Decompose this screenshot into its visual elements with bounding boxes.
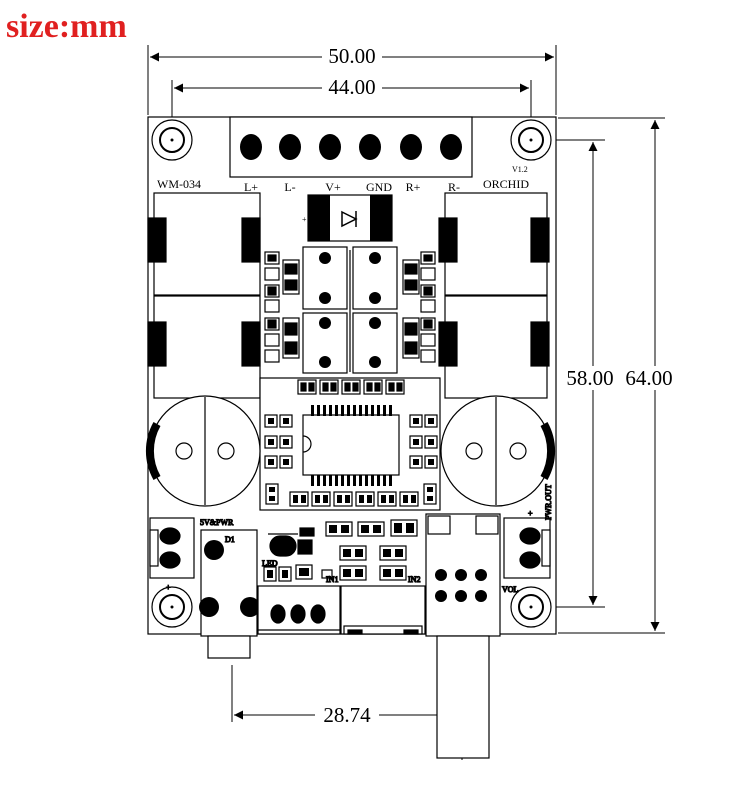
diode: + [302, 194, 393, 242]
smd-pads-lower: IN1 IN2 [321, 519, 421, 585]
in1-label: IN1 [326, 575, 338, 584]
model-label: WM-034 [157, 177, 201, 191]
terminal-label-vplus: V+ [325, 180, 341, 194]
dc-power-jack: 5V&PWR D1 [199, 517, 260, 659]
terminal-label-rminus: R- [448, 180, 460, 194]
jack-pot-spacing-label: 28.74 [323, 703, 371, 727]
power-output-terminal: + PWR.OUT [503, 484, 554, 579]
silkscreen-text: WM-034 ORCHID V1.2 L+ L- V+ GND R+ R- [157, 165, 529, 194]
version-label: V1.2 [512, 165, 528, 174]
d1-label: D1 [225, 535, 235, 544]
dimension-labels: 50.00 44.00 58.00 64.00 28.74 [315, 44, 678, 727]
terminal-label-lplus: L+ [244, 180, 258, 194]
mounting-holes [151, 119, 552, 628]
total-height-label: 64.00 [625, 366, 672, 390]
terminal-label-rplus: R+ [406, 180, 421, 194]
volume-potentiometer: VOL [425, 513, 519, 759]
input-connector-right [340, 585, 426, 635]
led-label: LED [262, 559, 278, 568]
diode-plus: + [302, 215, 307, 224]
mosfets [302, 246, 398, 374]
power-input-terminal: + [149, 517, 195, 593]
unit-title: size:mm [6, 8, 127, 45]
power-label: 5V&PWR [200, 518, 234, 527]
power-out-plus-label: + [528, 509, 533, 518]
power-plus-label: + [166, 583, 171, 592]
total-width-label: 50.00 [328, 44, 375, 68]
electrolytic-capacitors [145, 395, 556, 507]
amplifier-ic-area [259, 377, 441, 511]
in2-label: IN2 [408, 575, 420, 584]
hole-width-label: 44.00 [328, 75, 375, 99]
terminal-label-gnd: GND [366, 180, 392, 194]
hole-height-label: 58.00 [566, 366, 613, 390]
pwr-out-label: PWR.OUT [544, 484, 553, 520]
output-terminal-block [229, 116, 473, 178]
led-area: LED [261, 527, 315, 582]
vol-label: VOL [502, 585, 519, 594]
terminal-label-lminus: L- [284, 180, 295, 194]
brand-label: ORCHID [483, 177, 529, 191]
input-connector-left [257, 585, 341, 635]
smd-pads-upper [264, 251, 436, 363]
inductors [147, 192, 550, 399]
